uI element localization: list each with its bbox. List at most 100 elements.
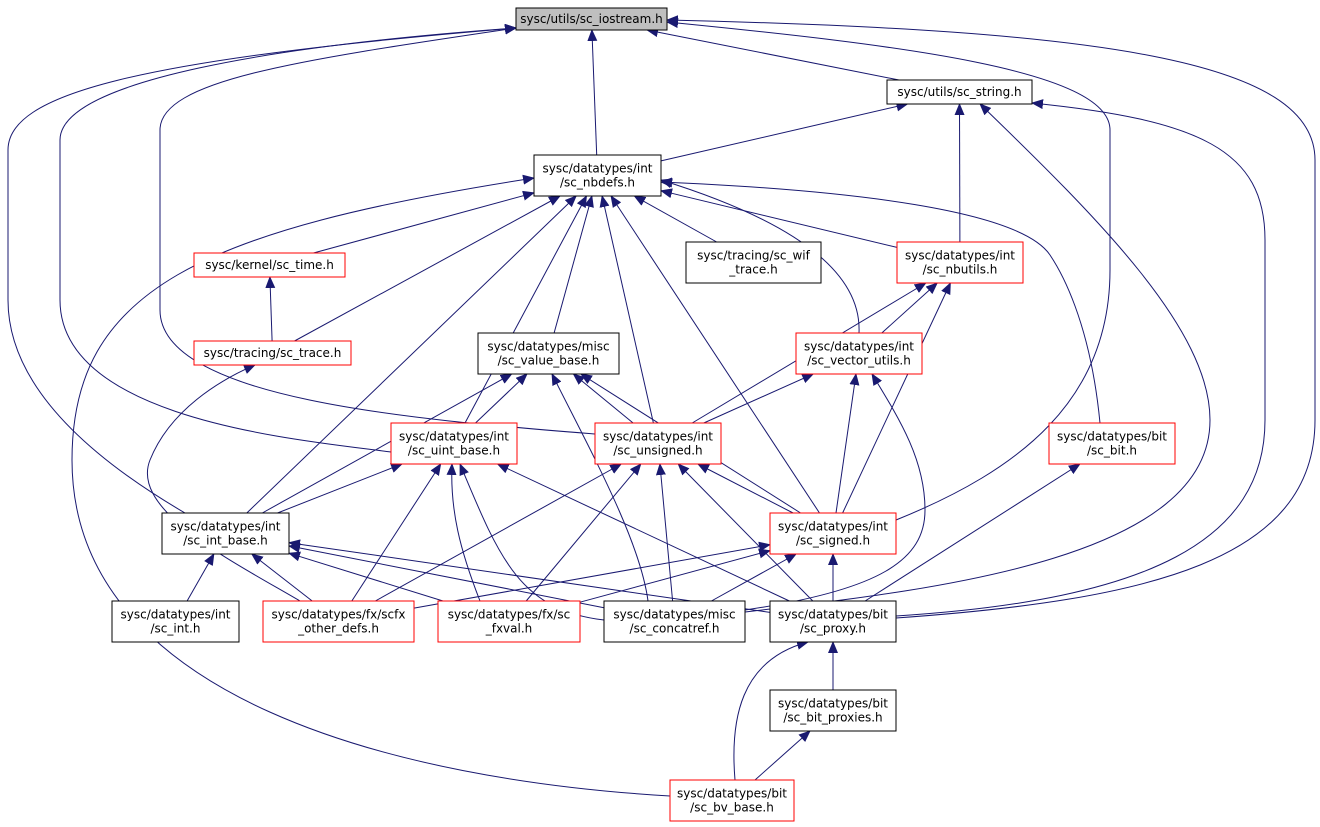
edge-uintbase-to-valuebase xyxy=(475,373,528,424)
node-label-line: /sc_proxy.h xyxy=(800,622,866,636)
node-label-line: /sc_concatref.h xyxy=(630,622,720,636)
node-bit[interactable]: sysc/datatypes/bit/sc_bit.h xyxy=(1048,422,1176,465)
edge-bvbase-to-bitproxies xyxy=(754,730,811,781)
node-box xyxy=(896,241,1024,284)
node-label-line: /sc_value_base.h xyxy=(498,354,600,368)
node-label-line: sysc/tracing/sc_trace.h xyxy=(204,346,342,360)
node-valuebase[interactable]: sysc/datatypes/misc/sc_value_base.h xyxy=(477,332,620,375)
node-label-line: /sc_vector_utils.h xyxy=(807,354,911,368)
edge-proxy-to-bit xyxy=(864,463,1081,602)
edge-concatref-to-valuebase xyxy=(551,373,649,602)
node-unsigned[interactable]: sysc/datatypes/int/sc_unsigned.h xyxy=(594,422,722,465)
edge-signed-to-vecutils xyxy=(835,373,860,514)
node-box xyxy=(193,340,352,366)
node-label-line: sysc/datatypes/int xyxy=(120,608,230,622)
node-label-line: /sc_int.h xyxy=(151,622,201,636)
node-label-line: sysc/datatypes/int xyxy=(603,430,713,444)
node-proxy[interactable]: sysc/datatypes/bit/sc_proxy.h xyxy=(769,600,897,643)
node-nbdefs[interactable]: sysc/datatypes/int/sc_nbdefs.h xyxy=(533,154,662,197)
node-label-line: sysc/datatypes/int xyxy=(778,520,888,534)
node-label-line: sysc/datatypes/bit xyxy=(778,697,888,711)
node-label-line: /sc_nbutils.h xyxy=(923,263,998,277)
node-label-line: sysc/tracing/sc_wif xyxy=(697,249,810,263)
edge-unsigned-to-nbdefs xyxy=(599,195,654,424)
edge-trace-to-nbdefs xyxy=(294,195,561,342)
edges-layer xyxy=(7,15,1316,797)
edge-fxval-to-intbase xyxy=(288,551,444,602)
node-label-line: _other_defs.h xyxy=(297,622,379,636)
node-fxval[interactable]: sysc/datatypes/fx/sc_fxval.h xyxy=(437,600,581,643)
edge-time-to-nbdefs xyxy=(313,190,535,254)
node-concatref[interactable]: sysc/datatypes/misc/sc_concatref.h xyxy=(603,600,746,643)
node-iostream[interactable]: sysc/utils/sc_iostream.h xyxy=(515,7,668,31)
edge-nbutils-to-nbdefs xyxy=(660,188,898,248)
node-box xyxy=(262,600,415,643)
edge-fxval-to-unsigned xyxy=(525,463,642,602)
edge-bvbase-to-nbdefs xyxy=(71,174,671,797)
node-label-line: sysc/utils/sc_iostream.h xyxy=(520,12,663,26)
node-label-line: sysc/datatypes/bit xyxy=(677,787,787,801)
edge-intbase-to-nbdefs xyxy=(246,195,577,514)
edge-fxval-to-uintbase xyxy=(446,463,481,602)
edge-scfx-to-uintbase xyxy=(351,463,442,602)
node-box xyxy=(594,422,722,465)
node-box xyxy=(533,154,662,197)
node-box xyxy=(111,600,240,643)
node-label-line: /sc_signed.h xyxy=(796,534,870,548)
edge-bit-to-nbdefs xyxy=(660,177,1101,424)
edge-signed-to-nbdefs xyxy=(610,195,820,514)
node-time[interactable]: sysc/kernel/sc_time.h xyxy=(193,252,346,278)
edge-intbase-to-iostream xyxy=(7,23,517,514)
node-intbase[interactable]: sysc/datatypes/int/sc_int_base.h xyxy=(161,512,290,555)
edge-int-to-intbase xyxy=(186,553,215,602)
node-label-line: sysc/datatypes/fx/sc xyxy=(448,608,571,622)
node-vecutils[interactable]: sysc/datatypes/int/sc_vector_utils.h xyxy=(795,332,923,375)
node-box xyxy=(769,689,897,732)
edge-signed-to-unsigned xyxy=(697,463,794,514)
node-label-line: _trace.h xyxy=(728,263,777,277)
node-wif[interactable]: sysc/tracing/sc_wif_trace.h xyxy=(685,241,822,284)
node-label-line: _fxval.h xyxy=(485,622,533,636)
node-uintbase[interactable]: sysc/datatypes/int/sc_uint_base.h xyxy=(390,422,518,465)
node-int[interactable]: sysc/datatypes/int/sc_int.h xyxy=(111,600,240,643)
node-label-line: sysc/datatypes/int xyxy=(905,249,1015,263)
node-label-line: sysc/datatypes/misc xyxy=(487,340,609,354)
edge-concatref-to-signed xyxy=(711,553,797,602)
node-box xyxy=(603,600,746,643)
node-box xyxy=(685,241,822,284)
node-box xyxy=(886,79,1033,105)
edge-scfx-to-signed xyxy=(413,541,771,609)
node-box xyxy=(477,332,620,375)
node-label-line: sysc/datatypes/int xyxy=(542,162,652,176)
node-nbutils[interactable]: sysc/datatypes/int/sc_nbutils.h xyxy=(896,241,1024,284)
edge-string-to-iostream xyxy=(646,27,900,81)
edge-unsigned-to-vecutils xyxy=(703,373,815,424)
node-label-line: sysc/datatypes/bit xyxy=(778,608,888,622)
edge-proxy-to-iostream xyxy=(666,15,1316,619)
node-label-line: sysc/utils/sc_string.h xyxy=(897,85,1021,99)
node-box xyxy=(795,332,923,375)
node-box xyxy=(193,252,346,278)
node-box xyxy=(1048,422,1176,465)
node-label-line: /sc_nbdefs.h xyxy=(560,176,635,190)
edge-proxy-to-uintbase xyxy=(496,463,790,602)
node-label-line: sysc/datatypes/fx/scfx xyxy=(272,608,406,622)
nodes-layer: sysc/utils/sc_iostream.h sysc/utils/sc_st… xyxy=(111,7,1176,822)
node-scfx[interactable]: sysc/datatypes/fx/scfx_other_defs.h xyxy=(262,600,415,643)
node-box xyxy=(437,600,581,643)
node-label-line: /sc_uint_base.h xyxy=(408,444,500,458)
node-signed[interactable]: sysc/datatypes/int/sc_signed.h xyxy=(769,512,897,555)
node-box xyxy=(769,600,897,643)
node-string[interactable]: sysc/utils/sc_string.h xyxy=(886,79,1033,105)
edge-uintbase-to-nbdefs xyxy=(464,195,587,424)
edge-concatref-to-unsigned xyxy=(655,463,674,602)
node-label-line: sysc/kernel/sc_time.h xyxy=(205,258,334,272)
node-label-line: sysc/datatypes/misc xyxy=(613,608,735,622)
node-bvbase[interactable]: sysc/datatypes/bit/sc_bv_base.h xyxy=(669,779,795,822)
edge-uintbase-to-iostream xyxy=(59,23,517,453)
node-bitproxies[interactable]: sysc/datatypes/bit/sc_bit_proxies.h xyxy=(769,689,897,732)
edge-proxy-to-unsigned xyxy=(677,463,814,602)
node-trace[interactable]: sysc/tracing/sc_trace.h xyxy=(193,340,352,366)
edge-scfx-to-unsigned xyxy=(375,463,623,602)
edge-trace-to-time xyxy=(265,276,276,342)
